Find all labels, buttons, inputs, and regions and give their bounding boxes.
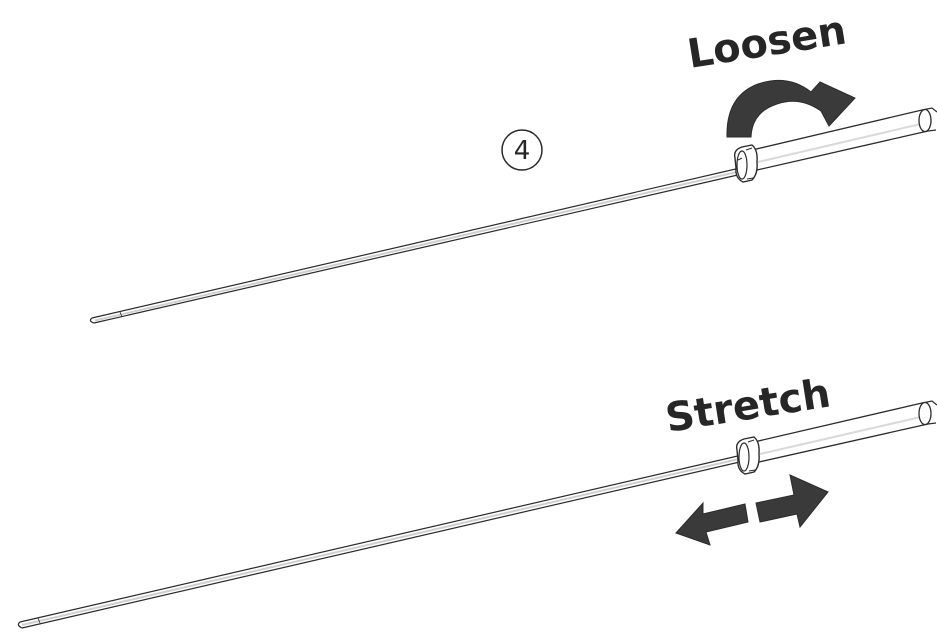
step-number-badge: 4 — [501, 129, 543, 171]
top-locking-clamp — [733, 144, 758, 183]
bottom-outer-tube — [753, 400, 937, 463]
bottom-locking-clamp — [735, 436, 760, 475]
top-outer-tube — [751, 107, 937, 171]
bottom-pole-assembly — [17, 400, 937, 629]
arrow-left-icon — [675, 501, 749, 546]
arrow-right-icon — [755, 474, 829, 529]
top-inner-pole — [89, 167, 743, 324]
top-pole-assembly — [89, 107, 937, 324]
step-number: 4 — [514, 136, 531, 166]
curved-arrow-clockwise-icon — [726, 79, 856, 138]
stretch-label: Stretch — [662, 370, 833, 441]
loosen-label: Loosen — [684, 7, 849, 77]
bottom-inner-pole — [17, 454, 745, 629]
double-arrow-left-right-icon — [675, 474, 829, 546]
